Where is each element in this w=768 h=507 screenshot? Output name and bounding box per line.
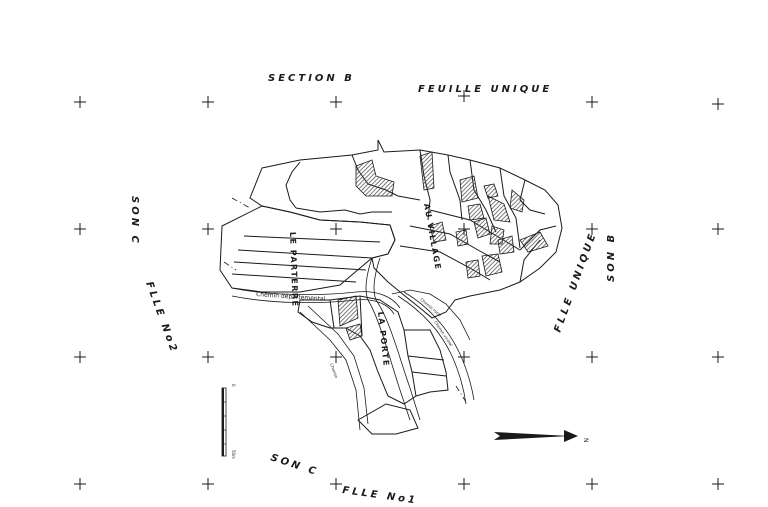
right-section-label: SON B <box>606 232 617 282</box>
scale-end-label: 50m <box>231 450 236 459</box>
buildings <box>337 151 549 341</box>
road-label-departemental: Chemin départemental <box>256 291 326 303</box>
scale-bar: 0 50m <box>221 384 236 459</box>
roads <box>231 257 475 431</box>
north-letter: N <box>582 438 589 443</box>
left-section-label: SON C <box>129 196 140 246</box>
bottom-sheet-label: FLLE No1 <box>342 485 419 506</box>
north-arrow-icon: N <box>494 430 589 443</box>
locality-porte: LA PORTE <box>376 311 391 367</box>
scale-start-label: 0 <box>231 384 236 387</box>
header-sheet-label: FEUILLE UNIQUE <box>418 84 552 95</box>
commune-boundary <box>223 197 467 403</box>
road-label-chemin: Chemin <box>329 363 339 380</box>
right-sheet-label: FLLE UNIQUE <box>552 230 599 334</box>
locality-parterre: LE PARTERRE <box>288 232 300 308</box>
left-sheet-label: FLLE No2 <box>143 280 179 355</box>
grid-crosses <box>74 90 724 490</box>
bottom-section-label: SON C <box>269 452 320 478</box>
header-section-label: SECTION B <box>268 73 355 84</box>
